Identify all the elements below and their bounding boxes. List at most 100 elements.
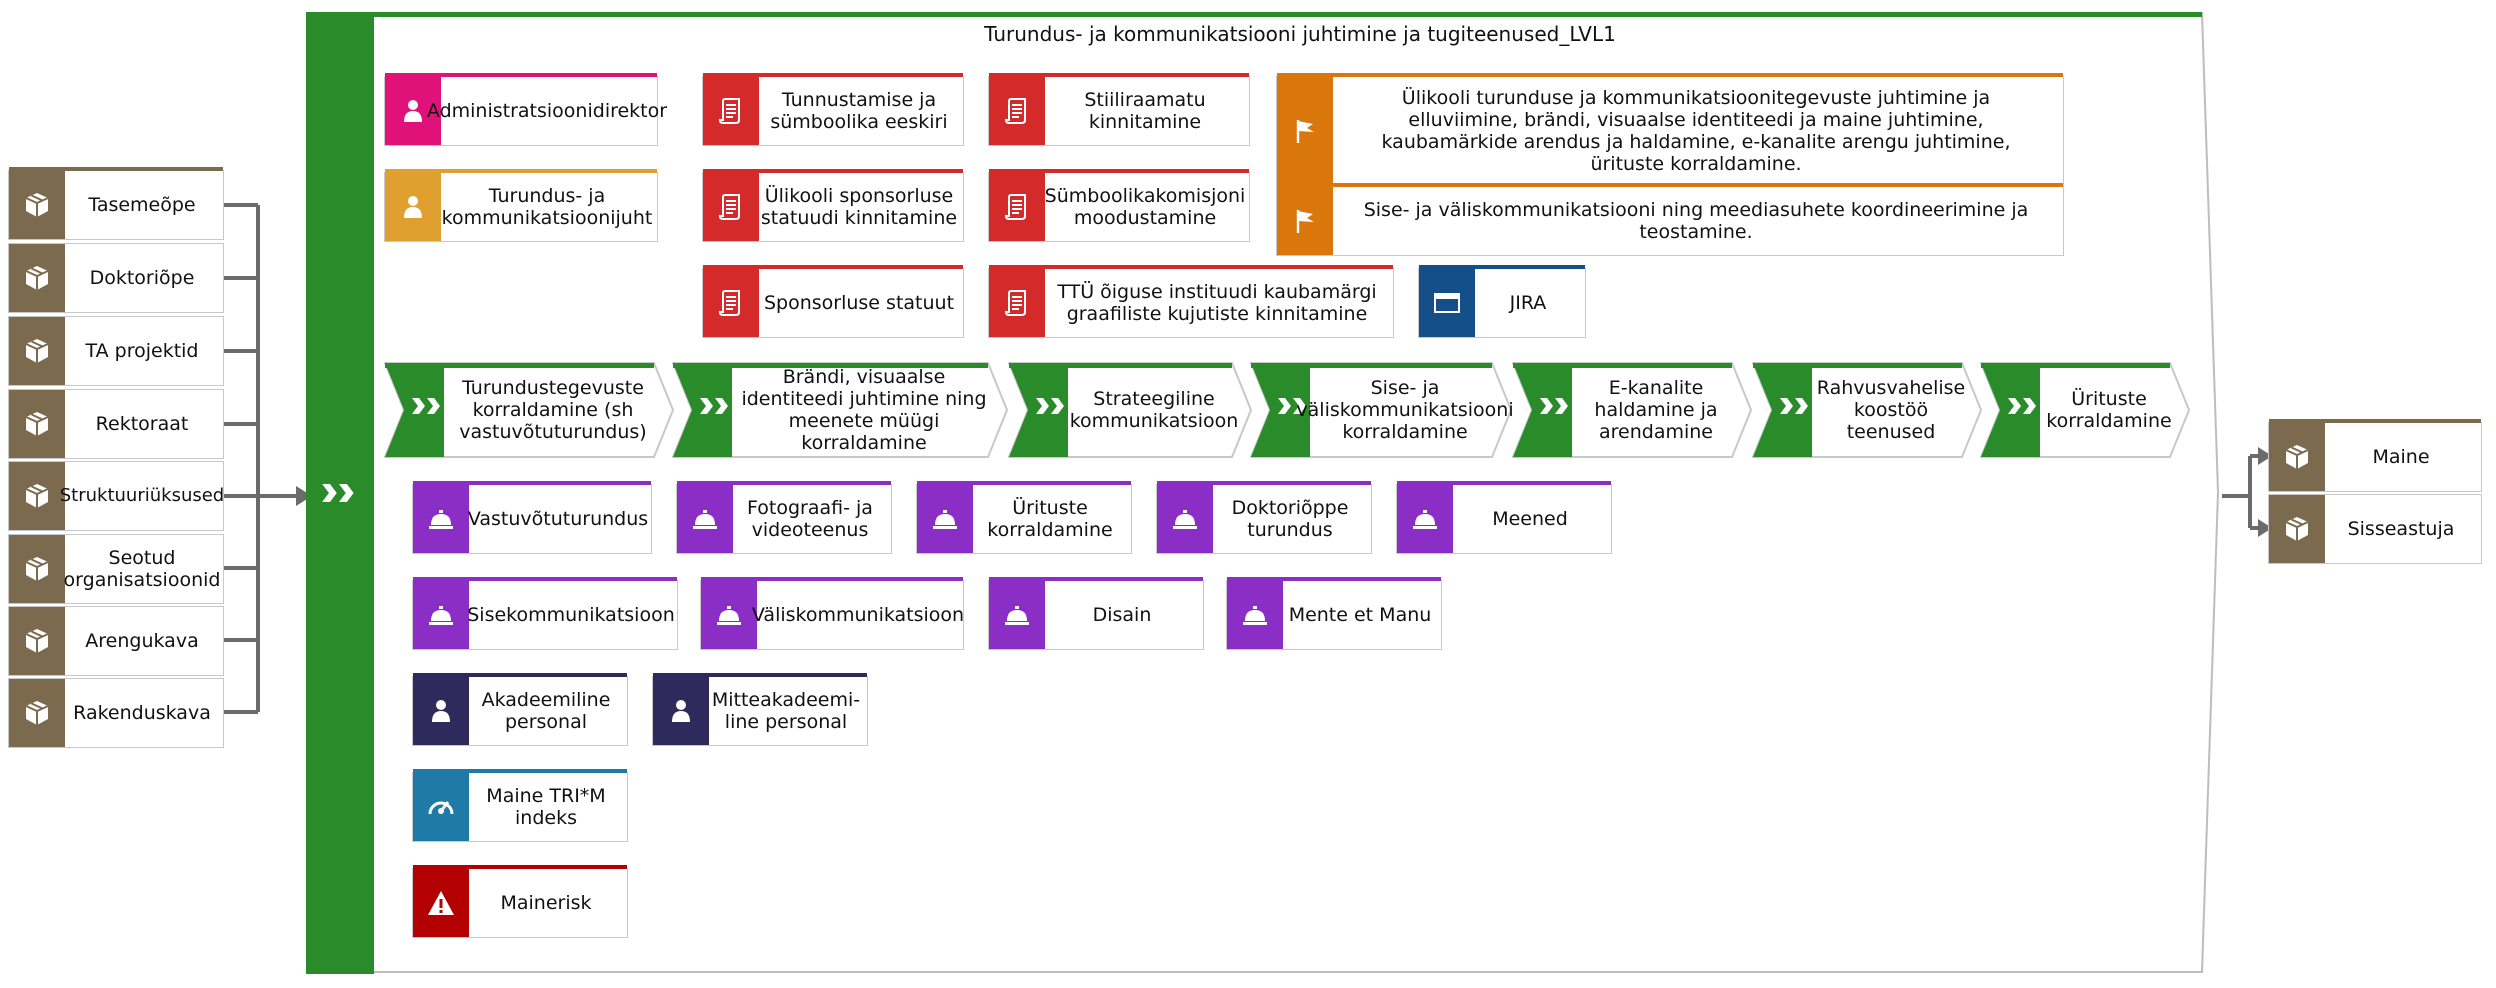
- process-strateegiline-kommunikatsioon[interactable]: Strateegiline kommunikatsioon: [1008, 362, 1252, 458]
- process-icon: [700, 398, 730, 418]
- service-doktoriope-turundus[interactable]: Doktoriõppe turundus: [1156, 481, 1372, 554]
- document-label: Ülikooli sponsorluse statuudi kinnitamin…: [760, 185, 958, 229]
- output-maine[interactable]: Maine: [2268, 419, 2482, 492]
- document-label: Sümboolikakomisjoni moodustamine: [1044, 185, 1246, 229]
- service-bell-icon: [413, 581, 469, 649]
- process-label: Brändi, visuaalse identiteedi juhtimine …: [741, 366, 987, 454]
- input-tasemeope[interactable]: Tasemeõpe: [8, 167, 224, 240]
- system-jira[interactable]: JIRA: [1418, 265, 1586, 338]
- service-bell-icon: [1397, 485, 1453, 553]
- main-process-chevrons-icon: [322, 484, 356, 506]
- service-bell-icon: [413, 485, 469, 553]
- output-label: Maine: [2372, 446, 2430, 468]
- service-bell-icon: [701, 581, 757, 649]
- process-sise-valiskommunikatsioon[interactable]: Sise- ja väliskommunikatsiooni korraldam…: [1250, 362, 1514, 458]
- flag-icon: [1277, 187, 1333, 255]
- input-label: Struktuuriüksused: [59, 485, 225, 506]
- doc-sponsorluse-statuudi-kinnitamine[interactable]: Ülikooli sponsorluse statuudi kinnitamin…: [702, 169, 964, 242]
- process-e-kanalid[interactable]: E-kanalite haldamine ja arendamine: [1512, 362, 1752, 458]
- process-icon: [1780, 398, 1810, 418]
- document-icon: [989, 173, 1045, 241]
- package-icon: [9, 317, 65, 385]
- service-bell-icon: [1227, 581, 1283, 649]
- service-vastuvotuturundus[interactable]: Vastuvõtuturundus: [412, 481, 652, 554]
- doc-sponsorluse-statuut[interactable]: Sponsorluse statuut: [702, 265, 964, 338]
- service-bell-icon: [917, 485, 973, 553]
- document-icon: [989, 77, 1045, 145]
- document-label: Stiiliraamatu kinnitamine: [1084, 89, 1206, 133]
- process-label: Sise- ja väliskommunikatsiooni korraldam…: [1296, 377, 1514, 443]
- service-urituste-korraldamine[interactable]: Ürituste korraldamine: [916, 481, 1132, 554]
- person-icon: [413, 677, 469, 745]
- document-label: Tunnustamise ja sümboolika eeskiri: [770, 89, 948, 133]
- flag-icon: [1277, 77, 1333, 185]
- service-bell-icon: [989, 581, 1045, 649]
- input-label: Seotud organisatsioonid: [63, 547, 221, 591]
- service-label: Väliskommunikatsioon: [751, 604, 965, 626]
- risk-label: Mainerisk: [500, 892, 592, 914]
- goal-label: Sise- ja väliskommunikatsiooni ning meed…: [1363, 199, 2029, 243]
- input-rakenduskava[interactable]: Rakenduskava: [8, 678, 224, 748]
- input-struktuuriuksused[interactable]: Struktuuriüksused: [8, 461, 224, 531]
- input-label: Rektoraat: [95, 413, 189, 435]
- input-seotud-organisatsioonid[interactable]: Seotud organisatsioonid: [8, 534, 224, 604]
- service-label: Sisekommunikatsioon: [467, 604, 675, 626]
- doc-stiiliraamatu-kinnitamine[interactable]: Stiiliraamatu kinnitamine: [988, 73, 1250, 146]
- service-bell-icon: [677, 485, 733, 553]
- document-icon: [703, 269, 759, 337]
- role-turundusjuht[interactable]: Turundus- ja kommunikatsioonijuht: [384, 169, 658, 242]
- package-icon: [9, 462, 65, 530]
- input-label: TA projektid: [85, 340, 199, 362]
- service-mente-et-manu[interactable]: Mente et Manu: [1226, 577, 1442, 650]
- package-icon: [2269, 495, 2325, 563]
- package-icon: [9, 607, 65, 675]
- service-meened[interactable]: Meened: [1396, 481, 1612, 554]
- document-icon: [703, 173, 759, 241]
- document-label: Sponsorluse statuut: [763, 292, 955, 314]
- process-turundustegevused[interactable]: Turundustegevuste korraldamine (sh vastu…: [384, 362, 674, 458]
- input-arengukava[interactable]: Arengukava: [8, 606, 224, 676]
- process-urituste-korraldamine[interactable]: Ürituste korraldamine: [1980, 362, 2190, 458]
- doc-symboolikakomisjon[interactable]: Sümboolikakomisjoni moodustamine: [988, 169, 1250, 242]
- person-icon: [385, 77, 441, 145]
- role-label: Administratsioonidirektor: [426, 100, 668, 122]
- package-icon: [9, 390, 65, 458]
- process-rahvusvaheline-koostoo[interactable]: Rahvusvahelise koostöö teenused: [1752, 362, 1982, 458]
- gauge-icon: [413, 773, 469, 841]
- doc-ttu-kaubamark[interactable]: TTÜ õiguse instituudi kaubamärgi graafil…: [988, 265, 1394, 338]
- personnel-akadeemiline[interactable]: Akadeemiline personal: [412, 673, 628, 746]
- personnel-mitteakadeemiline[interactable]: Mitteakadeemi-line personal: [652, 673, 868, 746]
- service-label: Fotograafi- ja videoteenus: [747, 497, 873, 541]
- service-disain[interactable]: Disain: [988, 577, 1204, 650]
- warning-icon: [413, 869, 469, 937]
- document-icon: [703, 77, 759, 145]
- input-doktoriope[interactable]: Doktoriõpe: [8, 243, 224, 313]
- output-label: Sisseastuja: [2347, 518, 2455, 540]
- kpi-maine-trim-indeks[interactable]: Maine TRI*M indeks: [412, 769, 628, 842]
- service-sisekommunikatsioon[interactable]: Sisekommunikatsioon: [412, 577, 678, 650]
- service-valiskommunikatsioon[interactable]: Väliskommunikatsioon: [700, 577, 965, 650]
- input-rektoraat[interactable]: Rektoraat: [8, 389, 224, 459]
- service-fotograafi-videoteenus[interactable]: Fotograafi- ja videoteenus: [676, 481, 892, 554]
- main-process-title: Turundus- ja kommunikatsiooni juhtimine …: [984, 22, 1616, 46]
- person-icon: [385, 173, 441, 241]
- goal-turundus-juhtimine[interactable]: Ülikooli turunduse ja kommunikatsioonite…: [1276, 73, 2064, 186]
- input-label: Doktoriõpe: [89, 267, 195, 289]
- system-label: JIRA: [1509, 292, 1547, 314]
- document-label: TTÜ õiguse instituudi kaubamärgi graafil…: [1057, 281, 1377, 325]
- service-bell-icon: [1157, 485, 1213, 553]
- person-icon: [653, 677, 709, 745]
- goal-kommunikatsioon[interactable]: Sise- ja väliskommunikatsiooni ning meed…: [1276, 183, 2064, 256]
- process-icon: [1036, 398, 1066, 418]
- package-icon: [9, 244, 65, 312]
- role-administratsioonidirektor[interactable]: Administratsioonidirektor: [384, 73, 668, 146]
- window-icon: [1419, 269, 1475, 337]
- package-icon: [2269, 423, 2325, 491]
- input-ta-projektid[interactable]: TA projektid: [8, 316, 224, 386]
- doc-tunnustamise-eeskiri[interactable]: Tunnustamise ja sümboolika eeskiri: [702, 73, 964, 146]
- output-sisseastuja[interactable]: Sisseastuja: [2268, 494, 2482, 564]
- process-brandi-juhtimine[interactable]: Brändi, visuaalse identiteedi juhtimine …: [672, 362, 1008, 458]
- personnel-label: Mitteakadeemi-line personal: [711, 689, 861, 733]
- risk-mainerisk[interactable]: Mainerisk: [412, 865, 628, 938]
